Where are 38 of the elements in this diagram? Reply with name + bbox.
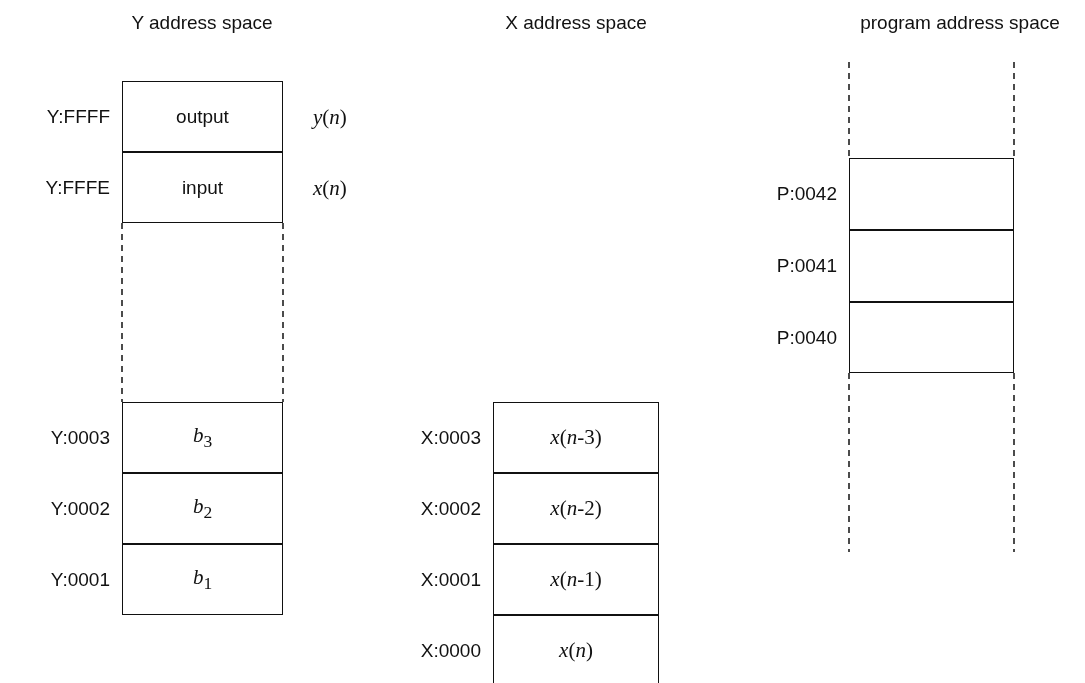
memory-cell bbox=[493, 473, 659, 544]
cell-text: input bbox=[181, 176, 224, 199]
column-heading: program address space bbox=[860, 11, 1060, 35]
address-label: P:0042 bbox=[776, 182, 837, 206]
math-expression: b$_{1}$ bbox=[192, 564, 213, 595]
memory-cell bbox=[493, 615, 659, 683]
memory-cell bbox=[122, 81, 283, 152]
column-heading: Y address space bbox=[131, 11, 273, 35]
memory-cell bbox=[122, 152, 283, 223]
value-annotation: x(n) bbox=[313, 175, 347, 200]
empty-memory-cell bbox=[849, 302, 1014, 373]
address-label: Y:0002 bbox=[50, 496, 110, 521]
address-label: X:0003 bbox=[420, 425, 481, 450]
address-label: Y:0001 bbox=[50, 567, 110, 592]
math-expression: x(n-3) bbox=[550, 425, 602, 450]
cell-text: output bbox=[176, 105, 229, 128]
column-heading: X address space bbox=[505, 11, 647, 35]
address-label: Y:FFFF bbox=[46, 104, 110, 129]
address-label: P:0040 bbox=[776, 325, 837, 350]
address-label: Y:FFFE bbox=[45, 175, 110, 200]
address-label: P:0041 bbox=[776, 254, 837, 278]
memory-cell bbox=[122, 473, 283, 544]
memory-cell bbox=[122, 402, 283, 473]
address-label: X:0000 bbox=[420, 638, 481, 663]
address-label: Y:0003 bbox=[50, 425, 110, 450]
memory-cell bbox=[122, 544, 283, 615]
math-expression: b$_{3}$ bbox=[192, 422, 213, 453]
address-label: X:0002 bbox=[420, 496, 481, 521]
address-label: X:0001 bbox=[420, 567, 481, 592]
math-expression: x(n) bbox=[559, 638, 593, 663]
value-annotation: y(n) bbox=[313, 104, 347, 129]
memory-cell bbox=[493, 402, 659, 473]
empty-memory-cell bbox=[849, 158, 1014, 230]
math-expression: b$_{2}$ bbox=[192, 493, 213, 524]
math-expression: x(n-1) bbox=[550, 567, 602, 592]
memory-cell bbox=[493, 544, 659, 615]
empty-memory-cell bbox=[849, 230, 1014, 302]
math-expression: x(n-2) bbox=[550, 496, 602, 521]
